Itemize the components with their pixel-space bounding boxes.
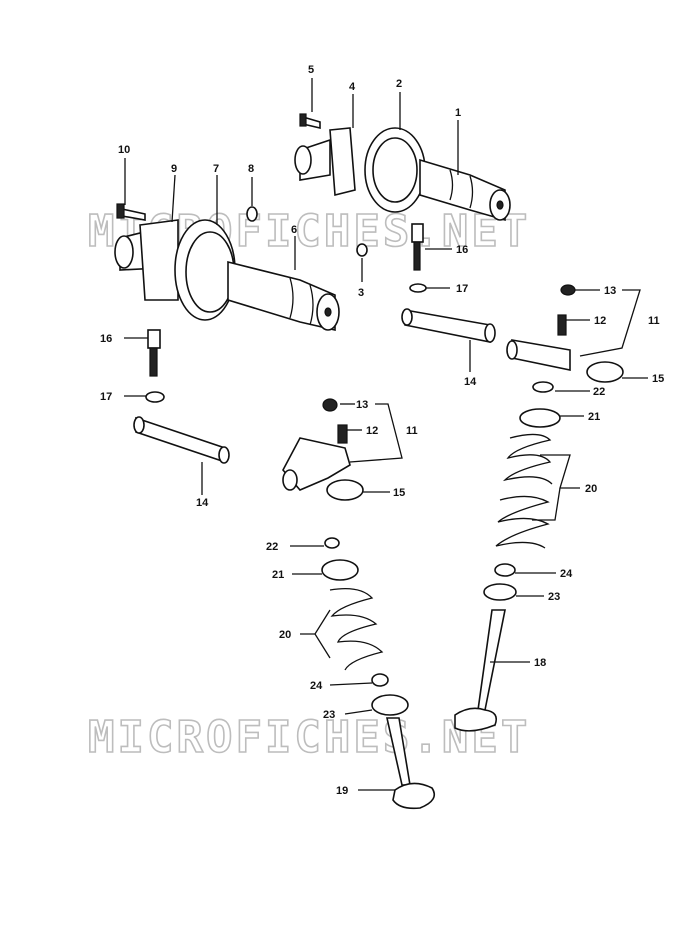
callout-22-right: 22	[593, 386, 605, 398]
rocker-group-left	[133, 329, 364, 501]
callout-5: 5	[308, 64, 314, 76]
callout-15-left: 15	[393, 487, 405, 499]
callout-21-right: 21	[588, 411, 600, 423]
callout-12-right: 12	[594, 315, 606, 327]
callout-labels: 1 2 3 4 5 6 7 8 9 10 11 12 13 11 12 13 1…	[100, 64, 664, 797]
callout-21-left: 21	[272, 569, 284, 581]
valve-left	[321, 537, 436, 810]
valve-right	[454, 381, 561, 732]
callout-11-left: 11	[406, 425, 418, 437]
callout-9: 9	[171, 163, 177, 175]
callout-18: 18	[534, 657, 546, 669]
camshaft-right	[294, 113, 511, 222]
callout-19: 19	[336, 785, 348, 797]
callout-3: 3	[358, 287, 364, 299]
callout-20-right: 20	[585, 483, 597, 495]
callout-20-left: 20	[279, 629, 291, 641]
leader-lines	[124, 78, 648, 791]
callout-4: 4	[349, 81, 356, 93]
callout-1: 1	[455, 107, 461, 119]
callout-13-left: 13	[356, 399, 368, 411]
callout-13-right: 13	[604, 285, 616, 297]
callout-12-left: 12	[366, 425, 378, 437]
callout-14-right: 14	[464, 376, 477, 388]
callout-2: 2	[396, 78, 402, 90]
callout-23-right: 23	[548, 591, 560, 603]
callout-15-right: 15	[652, 373, 664, 385]
callout-24-right: 24	[560, 568, 573, 580]
callout-24-left: 24	[310, 680, 323, 692]
callout-23-left: 23	[323, 709, 335, 721]
callout-11-right: 11	[648, 315, 660, 327]
callout-22-left: 22	[266, 541, 278, 553]
callout-7: 7	[213, 163, 219, 175]
callout-16-right: 16	[456, 244, 468, 256]
camshaft-left	[114, 203, 368, 332]
callout-10: 10	[118, 144, 130, 156]
callout-17-right: 17	[456, 283, 468, 295]
rocker-group-right	[401, 223, 624, 383]
callout-8: 8	[248, 163, 254, 175]
callout-17-left: 17	[100, 391, 112, 403]
callout-16-left: 16	[100, 333, 112, 345]
callout-6: 6	[291, 224, 297, 236]
callout-14-left: 14	[196, 497, 209, 509]
